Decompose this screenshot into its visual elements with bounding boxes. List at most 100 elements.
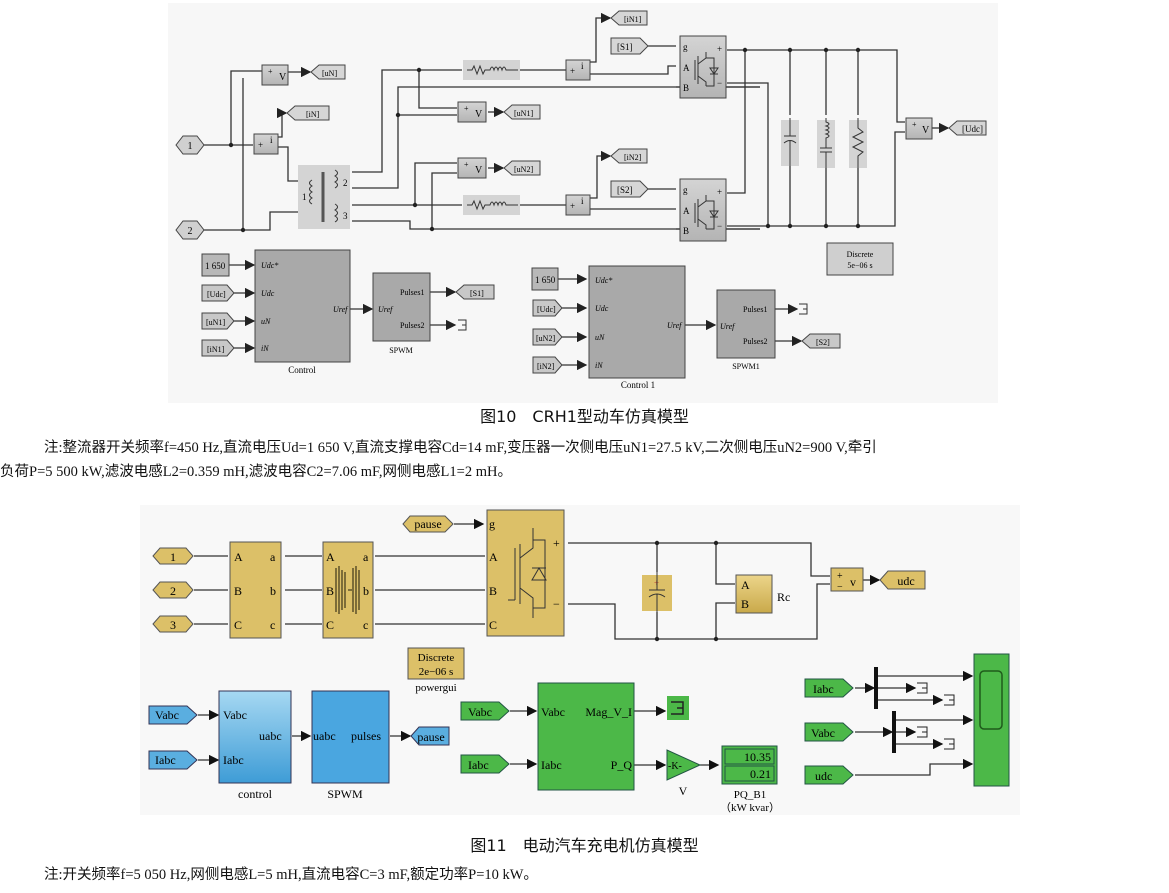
goto-tag-pause[interactable]: pause [410, 726, 450, 746]
winding-1-label: 1 [302, 192, 307, 202]
inport-phase-2[interactable]: 2 [152, 581, 194, 599]
load-resistor[interactable] [849, 118, 867, 168]
goto-tag-uN2[interactable]: [uN2] [503, 160, 541, 176]
rc-load-block[interactable]: A B Rc [735, 574, 790, 614]
block-name: SPWM [389, 346, 413, 355]
igbt-bridge[interactable]: g A B C + − [486, 509, 565, 637]
rl-branch-2[interactable] [463, 195, 520, 215]
port-label: B [326, 584, 334, 598]
port-plus: + [717, 187, 722, 197]
tag-label: [Udc] [537, 305, 556, 314]
from-tag-pause[interactable]: pause [402, 515, 454, 533]
port-minus: − [717, 78, 722, 88]
current-meter-iN[interactable]: + i [253, 133, 279, 155]
from-tag-iN1[interactable]: [iN1] [201, 339, 235, 357]
from-tag-uN1[interactable]: [uN1] [201, 312, 235, 330]
three-phase-inductor[interactable]: A B C a b c [322, 541, 374, 639]
port-minus: − [717, 221, 722, 231]
from-tag-vabc-pq[interactable]: Vabc [460, 701, 510, 721]
from-tag-udc-scope[interactable]: udc [804, 765, 854, 785]
current-meter-iN2[interactable]: + i [565, 194, 591, 216]
goto-tag-iN[interactable]: [iN] [286, 105, 330, 121]
current-meter-iN1[interactable]: + i [565, 59, 591, 81]
block-name: Control 1 [621, 380, 655, 390]
control-block-1[interactable]: Udc* Udc uN iN Uref Control [254, 249, 351, 375]
block-name: control [238, 787, 273, 801]
goto-tag-S2[interactable]: [S2] [801, 333, 841, 349]
goto-tag-iN1[interactable]: [iN1] [610, 10, 648, 26]
from-tag-S1[interactable]: [S1] [610, 37, 649, 55]
rl-branch-1[interactable] [463, 60, 520, 80]
output-label: Pulses2 [400, 321, 424, 330]
port-label: b [363, 584, 369, 598]
from-tag-iabc-pq[interactable]: Iabc [460, 754, 510, 774]
voltage-meter-uN[interactable]: + V [261, 64, 289, 86]
v-label: v [850, 575, 856, 589]
dc-capacitor[interactable]: + [642, 572, 672, 614]
inport-2[interactable]: 2 [175, 220, 205, 240]
from-tag-iabc-scope[interactable]: Iabc [804, 678, 854, 698]
spwm-block-2[interactable]: Uref Pulses1 Pulses2 SPWM1 [716, 289, 776, 371]
dc-capacitor[interactable] [781, 118, 799, 166]
tag-label: [Udc] [207, 290, 226, 299]
constant-udc-ref-2[interactable]: 1 650 [531, 267, 559, 291]
constant-udc-ref-1[interactable]: 1 650 [201, 253, 230, 277]
powergui-block[interactable]: Discrete 2e−06 s powergui [407, 647, 465, 694]
port-label: C [234, 618, 242, 632]
control-block-2[interactable]: Udc* Udc uN iN Uref Control 1 [588, 265, 686, 390]
block-name: SPWM [327, 787, 363, 801]
powergui-line1: Discrete [847, 250, 874, 259]
inport-2-label: 2 [188, 226, 193, 237]
goto-tag-S1[interactable]: [S1] [455, 284, 495, 300]
from-tag-udc-1[interactable]: [Udc] [201, 284, 235, 302]
spwm-block[interactable]: uabc pulses SPWM [311, 690, 390, 801]
from-tag-udc-2[interactable]: [Udc] [532, 299, 563, 317]
output-label: Pulses1 [743, 305, 767, 314]
input-label: Udc* [261, 261, 278, 270]
from-tag-iabc-control[interactable]: Iabc [148, 750, 198, 770]
goto-tag-iN2[interactable]: [iN2] [610, 148, 648, 164]
three-phase-measurement[interactable]: A B C a b c [229, 541, 282, 639]
voltage-meter-udc[interactable]: + − v [830, 567, 864, 593]
voltage-meter-uN2[interactable]: + V [457, 157, 487, 179]
igbt-bridge-2[interactable]: g A B + − [679, 178, 727, 242]
powergui-line2: 2e−06 s [419, 666, 454, 678]
gain-block[interactable]: -K- V [666, 749, 702, 798]
input-label: Iabc [223, 753, 244, 767]
lc-filter[interactable] [817, 118, 835, 168]
scope-block[interactable] [973, 653, 1010, 787]
input-label: Vabc [541, 705, 565, 719]
plus-label: + [570, 66, 575, 76]
display-block[interactable]: 10.35 0.21 PQ_B1 （kW kvar） [720, 745, 780, 814]
goto-tag-Udc[interactable]: [Udc] [948, 120, 987, 136]
control-block[interactable]: Vabc Iabc uabc control [218, 690, 292, 801]
tag-label: [iN] [306, 110, 320, 119]
figure10-note-line2: 负荷P=5 500 kW,滤波电感L2=0.359 mH,滤波电容C2=7.06… [0, 464, 512, 480]
transformer-block[interactable]: 1 2 3 [298, 165, 350, 229]
spwm-block-1[interactable]: Uref Pulses1 Pulses2 SPWM [372, 272, 431, 355]
igbt-bridge-1[interactable]: g A B + − [679, 35, 727, 99]
plus-label: + [570, 201, 575, 211]
powergui-block-1[interactable]: Discrete 5e−06 s [826, 242, 894, 276]
inport-phase-1[interactable]: 1 [152, 547, 194, 565]
inport-1[interactable]: 1 [175, 135, 205, 155]
port-c: C [489, 618, 497, 632]
from-tag-iN2[interactable]: [iN2] [532, 356, 563, 374]
goto-tag-uN[interactable]: [uN] [310, 64, 346, 80]
input-label: uN [595, 333, 605, 342]
voltage-meter-uN1[interactable]: + V [457, 101, 487, 123]
pq-measurement-block[interactable]: Vabc Iabc Mag_V_I P_Q [537, 682, 635, 791]
tag-label: Vabc [155, 708, 179, 722]
port-minus: − [553, 597, 560, 611]
input-label: Uref [378, 305, 394, 314]
from-tag-vabc-control[interactable]: Vabc [148, 705, 198, 725]
goto-tag-udc[interactable]: udc [879, 570, 926, 590]
voltage-meter-Udc[interactable]: + V [905, 117, 933, 140]
i-label: i [581, 196, 584, 206]
from-tag-vabc-scope[interactable]: Vabc [804, 722, 854, 742]
inport-phase-3[interactable]: 3 [152, 615, 194, 633]
goto-tag-uN1[interactable]: [uN1] [503, 104, 541, 120]
port-label: 1 [170, 550, 176, 564]
from-tag-S2[interactable]: [S2] [610, 180, 649, 198]
from-tag-uN2[interactable]: [uN2] [532, 328, 563, 346]
